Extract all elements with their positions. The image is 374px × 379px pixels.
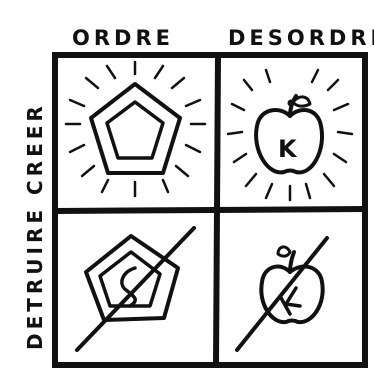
pentagon-radiating-icon: [66, 62, 205, 196]
row-header-detruire: DETRUIRE: [23, 206, 47, 350]
grid-horizontal-divider: [55, 209, 365, 211]
row-header-creer: CREER: [23, 102, 47, 195]
apple-letter-k: K: [278, 135, 298, 163]
apple-crossed-icon: [237, 238, 327, 350]
column-header-desordre: DESORDRE: [228, 26, 374, 50]
pentagon-crossed-icon: [77, 228, 194, 350]
apple-k-radiating-icon: K: [228, 70, 352, 200]
column-header-ordre: ORDRE: [72, 26, 174, 50]
